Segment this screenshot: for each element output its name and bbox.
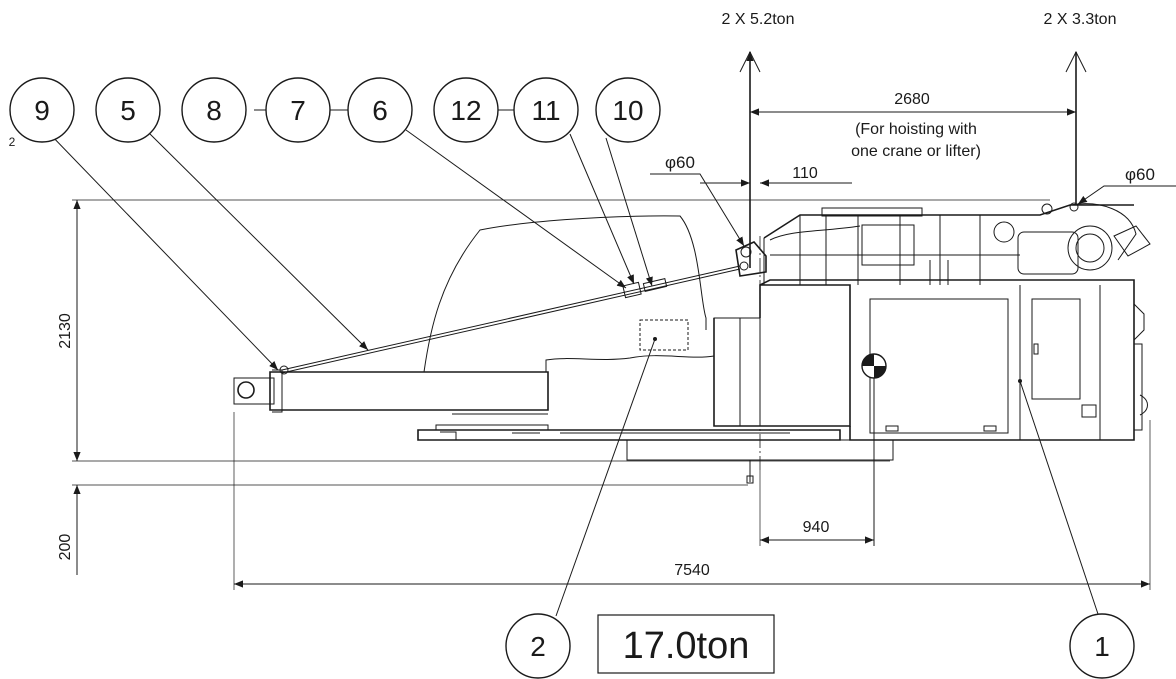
rear-lift-arrowhead — [1065, 50, 1087, 73]
callout-11-label: 11 — [531, 95, 560, 126]
callout-8-label: 8 — [206, 95, 222, 126]
leader-11 — [569, 133, 635, 285]
front-load-label: 2 X 5.2ton — [722, 11, 795, 28]
air-cleaner-inner — [1075, 233, 1105, 263]
leader-5 — [147, 131, 369, 351]
callout-6-label: 6 — [372, 95, 388, 126]
boom-arm — [269, 371, 549, 411]
callout-1-label: 1 — [1094, 631, 1110, 662]
exhaust-cover — [1069, 203, 1137, 261]
callout-2-label: 2 — [530, 631, 546, 662]
front-hole-leader — [650, 173, 745, 247]
callout-5: 5 — [95, 77, 161, 143]
rear-hole-leader — [1077, 185, 1176, 205]
exhaust-cap — [1113, 225, 1151, 257]
callout-11: 11 — [513, 77, 579, 143]
rear-hook — [1133, 303, 1145, 341]
rope-eye — [279, 365, 289, 375]
leader-6 — [405, 129, 627, 289]
rear-hook-2 — [1139, 394, 1148, 416]
access-door — [869, 298, 1009, 434]
hoist-span-value: 2680 — [894, 91, 930, 108]
air-cleaner — [1067, 225, 1113, 271]
rear-bracket — [1134, 343, 1143, 431]
engine-block — [861, 224, 915, 266]
rear-hole-label: φ60 — [1125, 165, 1155, 184]
drain-2 — [983, 425, 997, 432]
vent-box — [1081, 404, 1097, 418]
boom-head — [233, 377, 275, 405]
callout-6: 6 — [347, 77, 413, 143]
stray-mark: 2 — [9, 135, 16, 149]
body-cut-line — [545, 317, 760, 372]
boom-pin-hole — [237, 381, 255, 399]
track-frame — [417, 429, 841, 441]
callout-12-label: 12 — [450, 95, 481, 126]
nameplate — [639, 319, 689, 351]
callout-8: 8 — [181, 77, 247, 143]
center-column — [713, 284, 851, 427]
callout-12: 12 — [433, 77, 499, 143]
hoist-note-line1: (For hoisting with — [855, 121, 977, 138]
leader-10 — [605, 137, 653, 287]
wire-rope — [281, 265, 741, 371]
track-upper — [435, 424, 549, 430]
pin-tip — [746, 475, 754, 484]
hoist-note-line2: one crane or lifter) — [851, 143, 981, 160]
cog-value: 940 — [803, 519, 830, 536]
total-weight-value: 17.0ton — [623, 625, 750, 667]
height-value: 2130 — [57, 313, 74, 349]
callout-10: 10 — [595, 77, 661, 143]
front-lifting-hole — [740, 246, 752, 258]
center-of-gravity-icon — [861, 353, 887, 379]
offset-value: 110 — [792, 165, 818, 182]
hose — [929, 260, 949, 285]
callout-9: 9 — [9, 77, 75, 143]
control-panel-door — [1031, 298, 1081, 400]
callout-7-label: 7 — [290, 95, 306, 126]
guard-top — [763, 204, 1134, 239]
guard-cap — [821, 207, 923, 217]
muffler — [1017, 231, 1079, 275]
front-lift-arrowhead — [739, 50, 761, 73]
callout-10-label: 10 — [612, 95, 643, 126]
turnbuckle — [622, 281, 642, 299]
length-value: 7540 — [674, 562, 710, 579]
leader-2 — [555, 338, 656, 617]
cab-cover — [423, 215, 707, 373]
clearance-value: 200 — [57, 534, 74, 561]
front-hole-label: φ60 — [665, 153, 695, 172]
leader-1 — [1019, 380, 1101, 621]
callout-9-label: 9 — [34, 95, 50, 126]
callout-1: 1 — [1069, 613, 1135, 679]
drain-1 — [885, 425, 899, 432]
guard-brace — [769, 225, 861, 241]
track-detail — [440, 431, 457, 440]
guard-posts — [799, 215, 981, 285]
rear-lifting-eye — [1069, 202, 1079, 212]
callout-5-label: 5 — [120, 95, 136, 126]
leader-9 — [47, 131, 279, 371]
callout-7: 7 — [265, 77, 331, 143]
total-weight-box: 17.0ton — [597, 614, 775, 674]
filter-cap — [993, 221, 1015, 243]
main-housing — [759, 279, 1135, 441]
wire-rope-2 — [281, 268, 741, 374]
rope-clip — [642, 278, 668, 292]
boom-clamp — [272, 369, 283, 413]
front-lifting-eye — [739, 261, 749, 271]
callout-2: 2 — [505, 613, 571, 679]
door-handle — [1033, 343, 1039, 355]
rear-lifting-hole — [1041, 203, 1053, 215]
front-lifting-lug — [735, 241, 767, 277]
rear-load-label: 2 X 3.3ton — [1044, 11, 1117, 28]
machine-outline — [233, 202, 1151, 484]
